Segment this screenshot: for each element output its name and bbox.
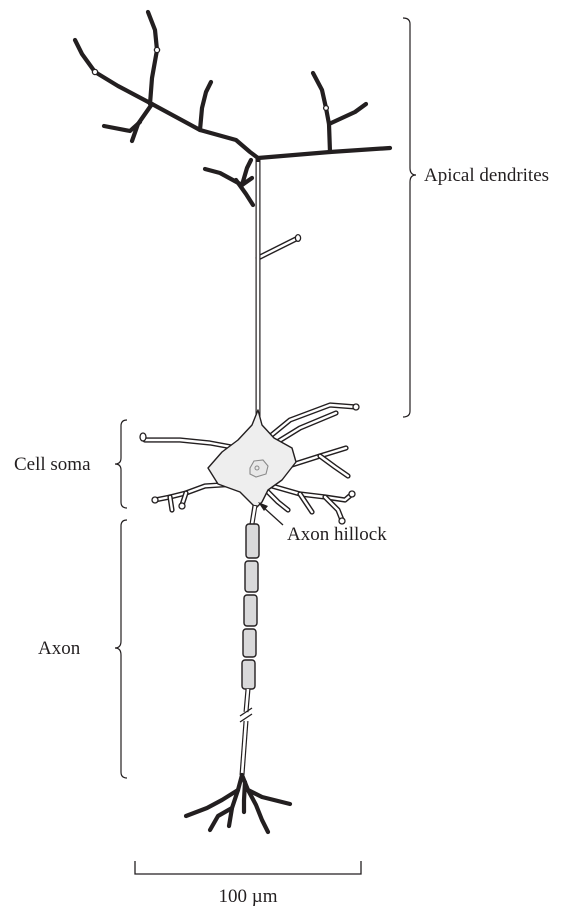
apical-dendrites-label: Apical dendrites	[424, 165, 549, 186]
myelin-segment	[242, 660, 255, 689]
cell-soma-label: Cell soma	[14, 454, 91, 475]
myelin-segment	[246, 524, 259, 558]
apical-dendrite-tree	[75, 12, 390, 420]
myelin-segment	[245, 561, 258, 592]
scale-bar	[135, 861, 361, 874]
myelin-segment	[244, 595, 257, 626]
cell-soma-brace	[115, 420, 127, 508]
scale-bar-label: 100 µm	[219, 886, 278, 907]
axon-label: Axon	[38, 638, 81, 659]
apical-dendrites-brace	[403, 18, 416, 417]
cell-soma-group	[140, 235, 359, 524]
axon-hillock-label: Axon hillock	[287, 524, 387, 545]
axon-group	[186, 505, 290, 832]
myelin-segment	[243, 629, 256, 657]
axon-brace	[115, 520, 127, 778]
